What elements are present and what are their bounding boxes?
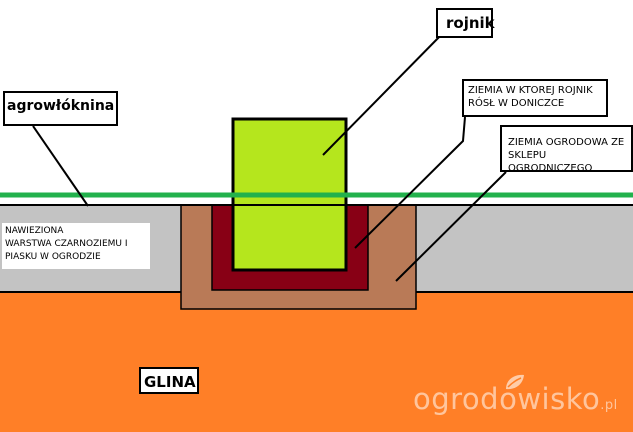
watermark-name: ogrodowisko bbox=[413, 382, 601, 416]
leader-rojnik bbox=[322, 29, 447, 156]
leader-ziemia-donica bbox=[354, 116, 466, 249]
label-rojnik: rojnik bbox=[436, 8, 495, 38]
leader-ziemia-sklep bbox=[395, 171, 507, 282]
label-topsoil-line-1: NAWIEZIONA bbox=[5, 226, 64, 236]
label-topsoil: NAWIEZIONA WARSTWA CZARNOZIEMU I PIASKU … bbox=[2, 223, 150, 269]
label-topsoil-line-3: PIASKU W OGRODZIE bbox=[5, 252, 101, 262]
watermark: ogrodowisko.pl bbox=[413, 374, 623, 420]
label-agrowloknina: agrowłóknina bbox=[3, 91, 118, 126]
label-pot-soil: ZIEMIA W KTOREJ ROJNIK RÓSŁ W DONICZCE bbox=[462, 79, 608, 117]
label-garden-soil: ZIEMIA OGRODOWA ZE SKLEPU OGRODNICZEGO bbox=[500, 125, 633, 174]
leaf-icon bbox=[506, 374, 524, 390]
label-glina: GLINA bbox=[139, 367, 199, 394]
leader-agrowloknina bbox=[32, 125, 89, 207]
watermark-tld: .pl bbox=[600, 398, 618, 413]
clay-layer bbox=[0, 292, 633, 432]
watermark-text: ogrodowisko.pl bbox=[413, 382, 618, 416]
label-topsoil-line-2: WARSTWA CZARNOZIEMU I bbox=[5, 239, 128, 249]
